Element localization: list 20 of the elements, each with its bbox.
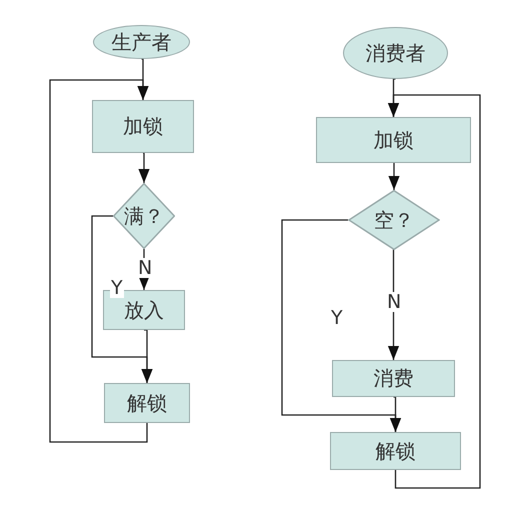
arrow	[138, 152, 150, 183]
decision-diamond: 空？	[348, 190, 440, 250]
arrow	[49, 79, 149, 443]
arrow	[388, 94, 481, 489]
decision-diamond: 满？	[113, 183, 175, 249]
process-box: 解锁	[104, 383, 190, 423]
process-box: 消费	[332, 360, 455, 397]
arrow	[388, 162, 400, 190]
process-box: 加锁	[316, 117, 471, 163]
process-box: 加锁	[92, 100, 194, 153]
arrow	[141, 329, 153, 383]
edge-label: N	[386, 292, 402, 312]
start-ellipse: 消费者	[343, 27, 448, 79]
arrow	[390, 396, 402, 432]
start-ellipse: 生产者	[93, 25, 190, 59]
process-box: 解锁	[330, 432, 461, 470]
edge-label: Y	[110, 278, 124, 298]
edge-label: N	[137, 258, 154, 278]
arrow	[388, 249, 400, 360]
arrow	[138, 248, 150, 290]
